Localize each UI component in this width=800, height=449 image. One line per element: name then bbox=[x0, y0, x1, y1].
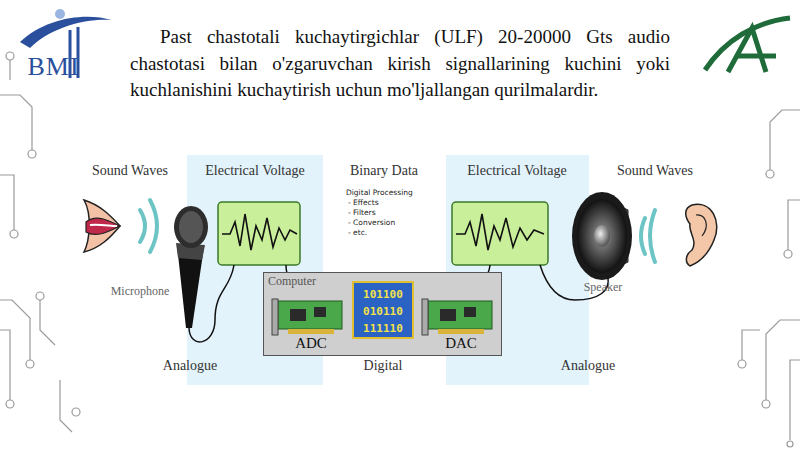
title-paragraph: Past chastotali kuchaytirgichlar (ULF) 2… bbox=[130, 24, 670, 104]
mouth bbox=[86, 218, 120, 234]
microphone bbox=[174, 206, 208, 248]
circuit-trace bbox=[787, 441, 793, 447]
title-text: Past chastotali kuchaytirgichlar (ULF) 2… bbox=[130, 26, 670, 100]
speaker bbox=[572, 192, 632, 280]
circuit-trace bbox=[6, 400, 14, 408]
circuit-trace bbox=[40, 300, 55, 345]
wire bbox=[189, 265, 234, 342]
card-bracket bbox=[272, 299, 278, 335]
column-heading: Electrical Voltage bbox=[205, 163, 304, 179]
circuit-trace bbox=[770, 110, 800, 170]
sound-wave bbox=[641, 218, 645, 254]
speaker bbox=[577, 199, 627, 273]
processing-item: - Effects bbox=[348, 198, 379, 207]
circuit-trace bbox=[0, 52, 800, 447]
circuit-trace bbox=[72, 408, 80, 416]
card-board bbox=[278, 301, 342, 329]
oscilloscope-screen bbox=[222, 214, 297, 250]
circuit-trace bbox=[0, 330, 10, 400]
binary-digits: 101100 010110 111110 bbox=[362, 286, 403, 337]
chip bbox=[440, 309, 456, 321]
circuit-trace bbox=[738, 360, 746, 368]
processing-item: Digital Processing bbox=[346, 188, 413, 197]
circuit-trace bbox=[10, 230, 18, 238]
box-heading: Computer bbox=[268, 274, 316, 289]
chip bbox=[464, 307, 476, 317]
circuit-card bbox=[270, 297, 348, 337]
binary-display: 101100 010110 111110 bbox=[352, 281, 414, 339]
processing-item: - etc. bbox=[348, 228, 367, 237]
right-logo bbox=[705, 18, 790, 72]
bmi-logo bbox=[20, 17, 112, 48]
processing-item: - Filters bbox=[348, 208, 376, 217]
card-name: ADC bbox=[270, 335, 352, 352]
signal-domain: Analogue bbox=[561, 358, 615, 374]
oscilloscope-screen bbox=[218, 202, 548, 265]
sound-wave bbox=[140, 210, 145, 242]
right-logo bbox=[738, 54, 776, 59]
part-name: Microphone bbox=[111, 284, 170, 299]
oscilloscope-screen bbox=[218, 202, 300, 265]
circuit-trace bbox=[766, 170, 774, 178]
logo-text: BMI bbox=[27, 52, 79, 82]
circuit-trace bbox=[36, 292, 44, 300]
microphone bbox=[174, 206, 208, 328]
column-heading: Binary Data bbox=[350, 163, 418, 179]
speaker bbox=[572, 192, 632, 280]
part-name: Speaker bbox=[584, 280, 623, 295]
bmi-logo bbox=[55, 9, 65, 19]
computer-box: ComputerADC 101100 010110 111110DAC bbox=[263, 272, 502, 356]
column-heading: Sound Waves bbox=[617, 163, 693, 179]
circuit-trace bbox=[784, 250, 792, 258]
card-name: DAC bbox=[420, 335, 502, 352]
circuit-trace bbox=[9, 60, 10, 80]
ear bbox=[686, 204, 717, 266]
signal-domain: Digital bbox=[364, 358, 403, 374]
sound-wave bbox=[150, 200, 157, 252]
mouth bbox=[84, 200, 120, 252]
sound-wave bbox=[650, 210, 655, 262]
signal-domain: Analogue bbox=[163, 358, 217, 374]
column-heading: Sound Waves bbox=[92, 163, 168, 179]
mouth bbox=[90, 225, 117, 226]
processing-item: - Conversion bbox=[348, 218, 395, 227]
circuit-trace bbox=[6, 52, 14, 60]
ear bbox=[696, 215, 706, 236]
right-logo bbox=[705, 18, 790, 70]
chip bbox=[314, 307, 326, 317]
circuit-trace bbox=[790, 360, 800, 440]
circuit-trace bbox=[788, 200, 800, 250]
oscilloscope-screen bbox=[456, 214, 544, 250]
card-board bbox=[428, 301, 492, 329]
circuit-trace bbox=[26, 360, 34, 368]
oscilloscope-screen bbox=[452, 202, 548, 265]
dac-card: DAC bbox=[420, 297, 502, 353]
circuit-trace bbox=[60, 380, 72, 432]
mouth bbox=[84, 200, 120, 252]
circuit-trace bbox=[28, 150, 36, 158]
ear bbox=[686, 204, 717, 266]
circuit-trace bbox=[762, 400, 770, 408]
chip bbox=[290, 309, 306, 321]
speaker bbox=[594, 225, 610, 247]
card-connector bbox=[438, 329, 484, 334]
microphone bbox=[179, 211, 203, 243]
column-heading: Electrical Voltage bbox=[467, 163, 566, 179]
circuit-trace bbox=[742, 330, 760, 360]
adc-card: ADC bbox=[270, 297, 352, 353]
circuit-card bbox=[420, 297, 498, 337]
circuit-trace bbox=[0, 95, 32, 150]
right-logo bbox=[728, 28, 766, 72]
card-bracket bbox=[422, 299, 428, 335]
circuit-trace bbox=[0, 175, 14, 230]
card-connector bbox=[288, 329, 334, 334]
